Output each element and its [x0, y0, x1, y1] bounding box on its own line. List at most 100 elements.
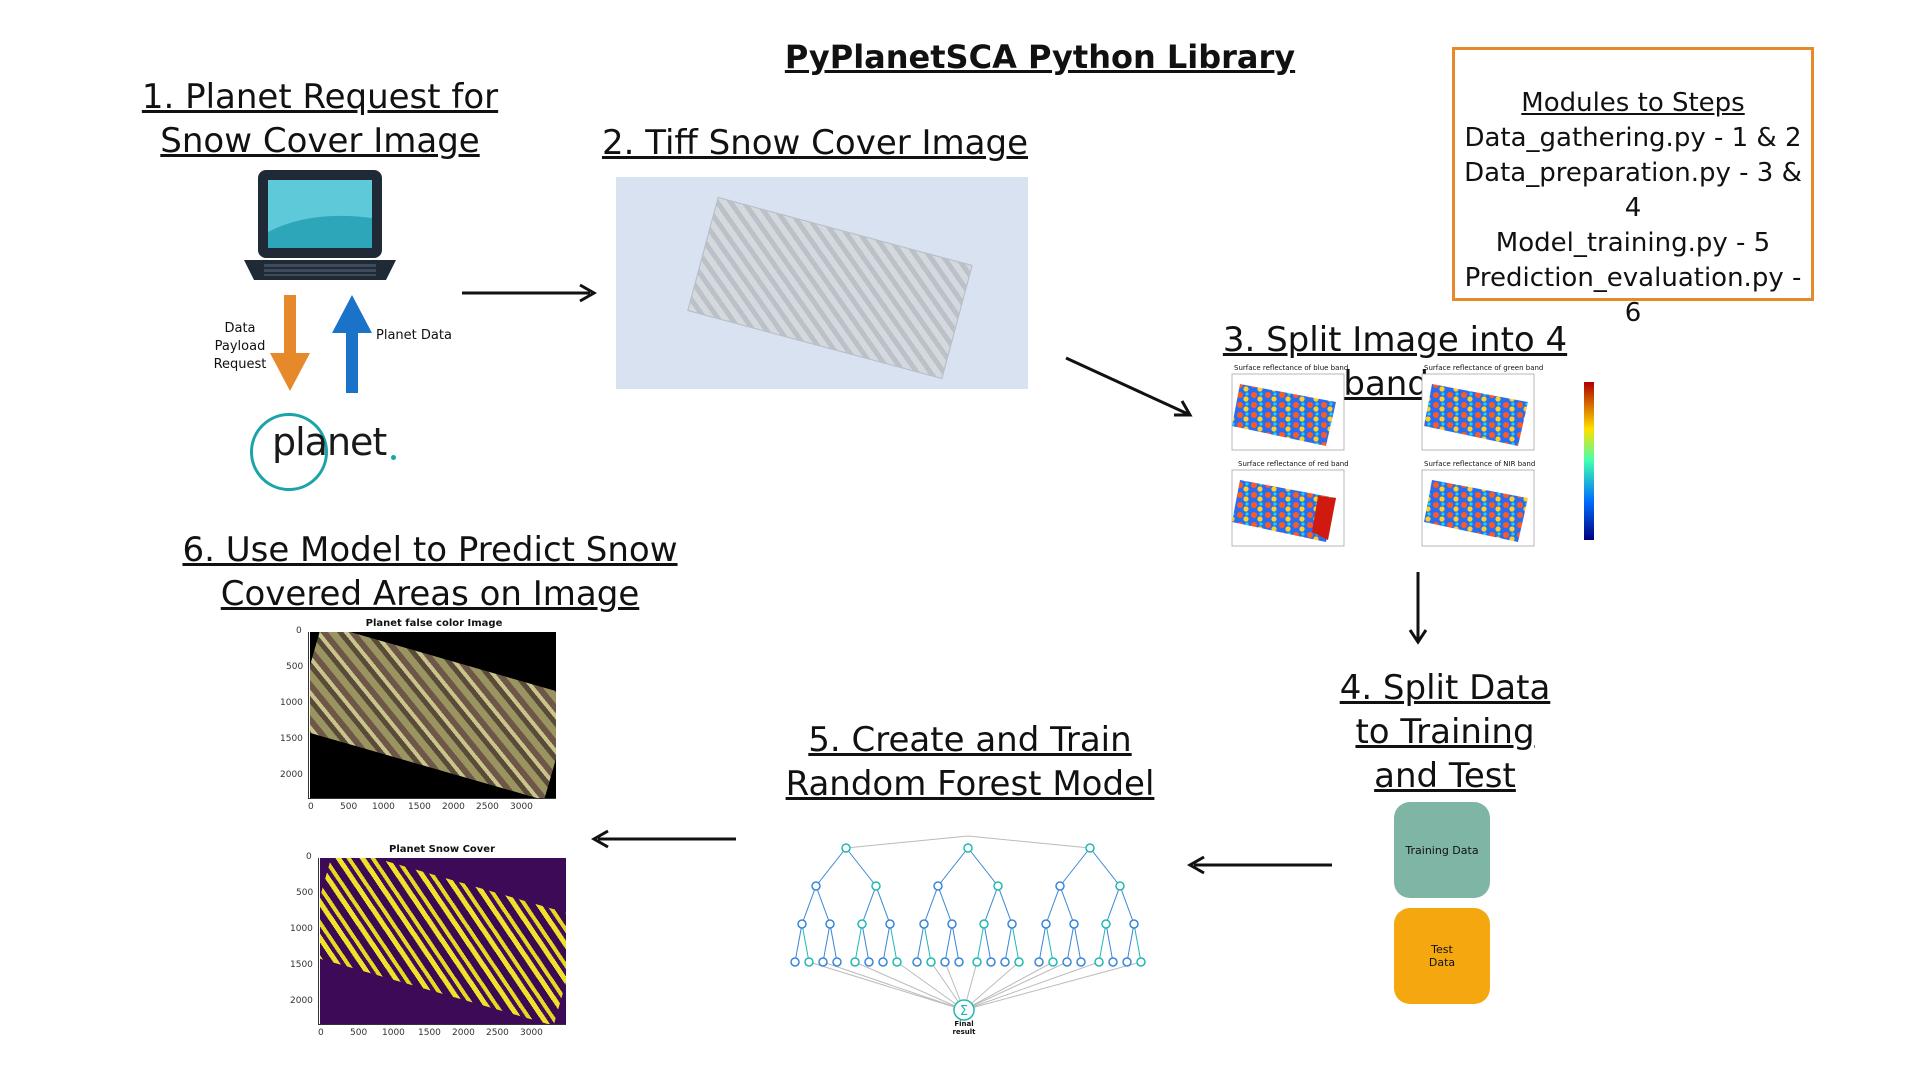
arrow-3-to-4	[1408, 572, 1428, 645]
tree-node	[912, 957, 922, 967]
false-color-scene	[310, 632, 556, 798]
fc-xtick: 2500	[476, 802, 499, 812]
sc-ytick: 1000	[290, 924, 313, 934]
step-6-title: 6. Use Model to Predict Snow Covered Are…	[182, 530, 678, 614]
fc-ytick: 500	[286, 662, 304, 672]
tree-node	[1122, 957, 1132, 967]
false-color-xaxis	[308, 798, 556, 799]
tree-node	[947, 919, 957, 929]
band-title-green: Surface reflectance of green band	[1424, 364, 1544, 372]
false-color-yaxis	[308, 632, 309, 798]
payload-label: Data Payload Request	[213, 321, 267, 372]
colorbar	[1584, 382, 1594, 540]
tree-node	[790, 957, 800, 967]
snow-cover-xaxis	[318, 1024, 566, 1025]
false-color-title: Planet false color Image	[365, 618, 503, 629]
snow-cover-scene	[320, 858, 566, 1024]
tree-node	[892, 957, 902, 967]
sc-ytick: 2000	[290, 996, 313, 1006]
modules-box: Modules to Steps Data_gathering.py - 1 &…	[1452, 47, 1814, 328]
snow-cover-yaxis	[318, 858, 319, 1024]
tree-node	[850, 957, 860, 967]
tree-node	[864, 957, 874, 967]
tree-node	[1076, 957, 1086, 967]
tree-node	[919, 919, 929, 929]
tree-node	[933, 881, 943, 891]
band-green-panel	[1421, 373, 1535, 451]
sc-ytick: 500	[296, 888, 314, 898]
band-blue-panel	[1231, 373, 1345, 451]
tree-node	[1094, 957, 1104, 967]
band-title-blue: Surface reflectance of blue band	[1234, 364, 1349, 372]
planet-logo-text: planet	[272, 420, 387, 464]
tree-node	[926, 957, 936, 967]
snow-cover-title: Planet Snow Cover	[388, 844, 496, 855]
fc-xtick: 1500	[408, 802, 431, 812]
tree-node	[878, 957, 888, 967]
tree-node	[818, 957, 828, 967]
step-4-title: 4. Split Data to Training and Test	[1339, 668, 1551, 796]
sc-ytick: 0	[306, 852, 312, 862]
random-forest-diagram: Σ	[790, 835, 1146, 1021]
tree-node	[1048, 957, 1058, 967]
planet-data-label: Planet Data	[376, 328, 452, 343]
sc-xtick: 1000	[382, 1028, 405, 1038]
tree-node	[954, 957, 964, 967]
module-item: Model_training.py - 5	[1495, 228, 1771, 258]
sc-xtick: 1500	[418, 1028, 441, 1038]
fc-ytick: 1000	[280, 698, 303, 708]
sum-symbol: Σ	[960, 1004, 968, 1019]
tree-node	[797, 919, 807, 929]
module-item: Prediction_evaluation.py - 6	[1464, 263, 1802, 328]
planet-logo-dot	[391, 455, 396, 460]
final-result-label: Final result	[952, 1020, 976, 1036]
snow-cover-image	[320, 858, 566, 1024]
sum-node	[953, 999, 975, 1021]
sc-ytick: 1500	[290, 960, 313, 970]
step-2-title: 2. Tiff Snow Cover Image	[601, 123, 1029, 163]
laptop-icon	[244, 170, 396, 280]
tree-node	[1129, 919, 1139, 929]
arrow-4-to-5	[1186, 855, 1332, 875]
modules-header: Modules to Steps	[1521, 88, 1745, 118]
tree-node	[871, 881, 881, 891]
tiff-scene	[687, 196, 973, 380]
tree-node	[1069, 919, 1079, 929]
fc-xtick: 500	[340, 802, 358, 812]
tree-node	[1014, 957, 1024, 967]
tree-node	[804, 957, 814, 967]
fc-ytick: 2000	[280, 770, 303, 780]
sc-xtick: 2000	[452, 1028, 475, 1038]
planet-logo	[250, 413, 328, 491]
false-color-image	[310, 632, 556, 798]
tree-node	[1108, 957, 1118, 967]
band-plots	[1231, 373, 1594, 547]
fc-xtick: 3000	[510, 802, 533, 812]
fc-xtick: 2000	[442, 802, 465, 812]
band-nir-panel	[1421, 469, 1535, 547]
tree-node	[1000, 957, 1010, 967]
tree-node	[1115, 881, 1125, 891]
sc-xtick: 500	[350, 1028, 368, 1038]
sc-xtick: 0	[318, 1028, 324, 1038]
training-data-box: Training Data	[1394, 802, 1490, 898]
arrow-1-to-2	[462, 283, 598, 303]
sc-xtick: 2500	[486, 1028, 509, 1038]
sc-xtick: 3000	[520, 1028, 543, 1038]
page-title: PyPlanetSCA Python Library	[784, 38, 1296, 76]
tree-node	[841, 843, 851, 853]
tree-node	[885, 919, 895, 929]
arrow-5-to-6	[590, 829, 736, 849]
test-data-box: Test Data	[1394, 908, 1490, 1004]
module-item: Data_preparation.py - 3 & 4	[1464, 158, 1802, 223]
fc-xtick: 0	[308, 802, 314, 812]
tree-node	[1062, 957, 1072, 967]
band-title-red: Surface reflectance of red band	[1238, 460, 1349, 468]
fc-ytick: 0	[296, 626, 302, 636]
module-item: Data_gathering.py - 1 & 2	[1464, 123, 1802, 153]
tree-node	[979, 919, 989, 929]
tree-node	[1101, 919, 1111, 929]
arrow-2-to-3	[1065, 356, 1193, 417]
tree-node	[986, 957, 996, 967]
tiff-image	[616, 177, 1028, 389]
